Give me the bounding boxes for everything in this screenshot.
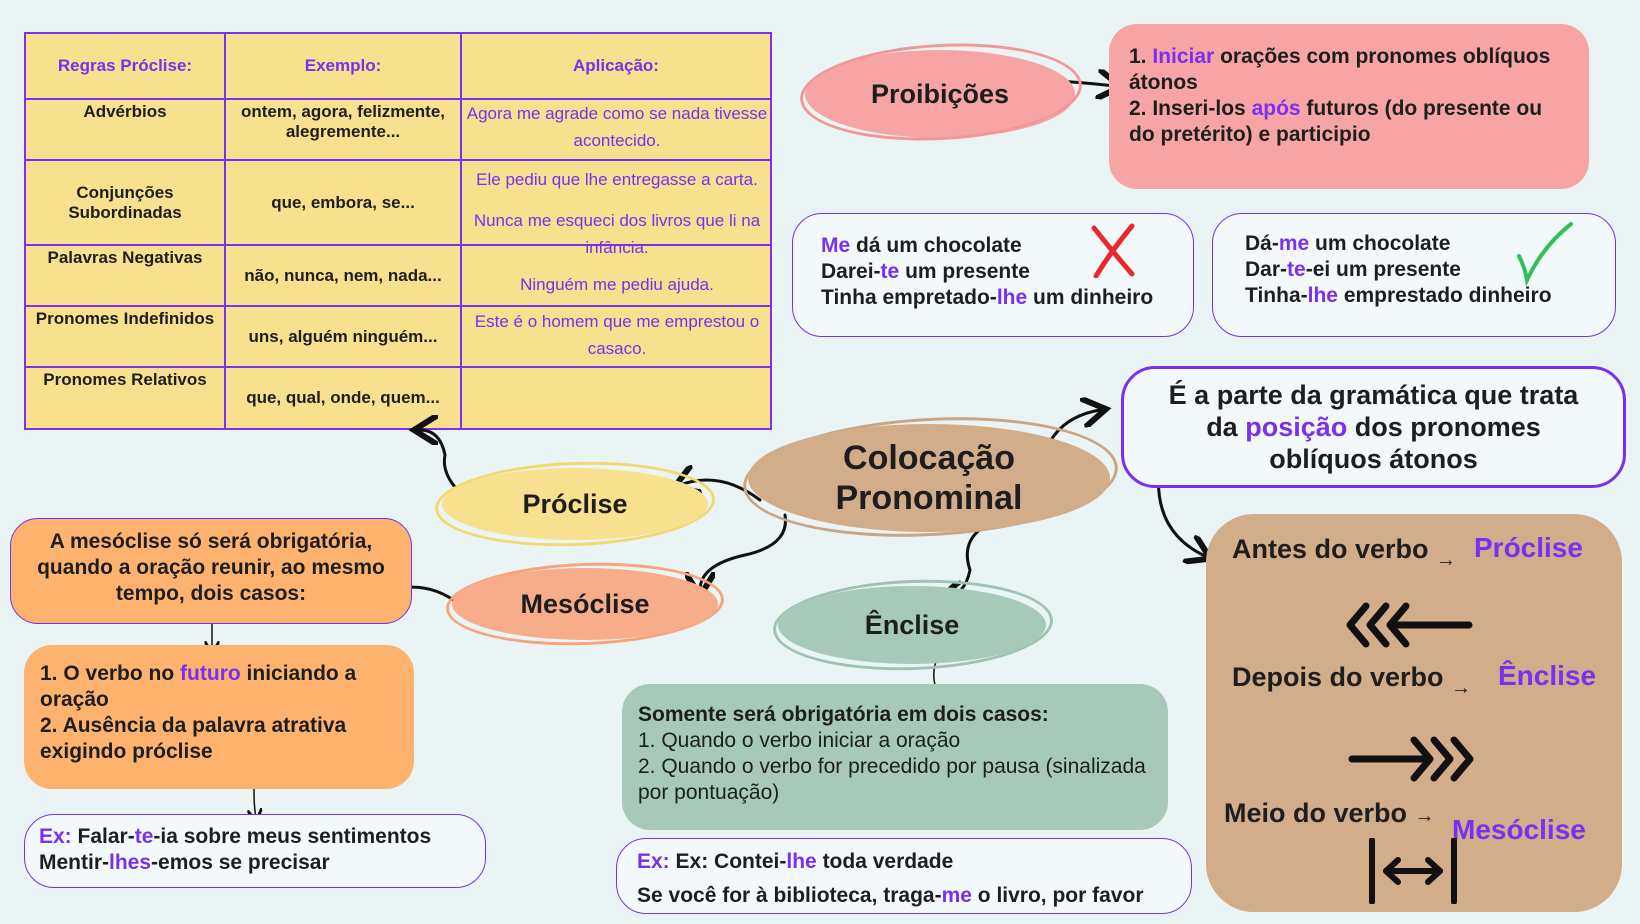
table-row: Palavras Negativas não, nunca, nem, nada… <box>24 244 772 307</box>
application-example: Ele pediu que lhe entregasse a carta. <box>476 170 758 189</box>
enclise-example-line: Ex: Ex: Contei-lhe toda verdade <box>637 850 954 873</box>
rule-cell: Advérbios <box>24 98 226 161</box>
enclise-cases-title: Somente será obrigatória em dois casos: <box>638 703 1049 726</box>
mesoclise-case: 1. O verbo no futuro iniciando a oração <box>40 662 357 711</box>
wrong-example-line: Darei-te um presente <box>821 260 1030 283</box>
position-row-before: Antes do verbo → <box>1232 534 1457 571</box>
mesoclise-example-line: Mentir-lhes-emos se precisar <box>39 851 330 874</box>
application-example: Este é o homem que me emprestou o casaco… <box>474 312 760 358</box>
definition-text: dos pronomes oblíquos átonos <box>1269 412 1541 474</box>
proibicoes-ring <box>797 36 1085 148</box>
prohibition-number: 1. <box>1129 45 1147 68</box>
application-example: Agora me agrade como se nada tivesse aco… <box>466 104 768 150</box>
prohibitions-box: 1. Iniciar orações com pronomes oblíquos… <box>1109 24 1589 189</box>
mesoclise-example-line: Ex: Falar-te-ia sobre meus sentimentos <box>39 825 432 848</box>
application-example: Ninguém me pediu ajuda. <box>520 275 714 294</box>
enclise-node: Ênclise <box>778 586 1046 664</box>
red-x-icon <box>1091 223 1135 278</box>
prohibition-text: 2. Inseri-los <box>1129 97 1246 120</box>
rule-cell: Pronomes Relativos <box>24 366 226 430</box>
mesoclise-rule-text: A mesóclise só será obrigatória, quando … <box>37 530 385 605</box>
table-row: Advérbios ontem, agora, felizmente, aleg… <box>24 98 772 161</box>
example-cell: que, qual, onde, quem... <box>224 366 462 430</box>
table-header: Exemplo: <box>224 32 462 100</box>
bidirectional-arrow-icon <box>1369 838 1457 904</box>
application-cell <box>460 305 772 368</box>
definition-box: É a parte da gramática que trata da posi… <box>1121 366 1626 488</box>
mesoclise-node: Mesóclise <box>452 568 718 640</box>
position-row-middle: Meio do verbo → <box>1224 798 1435 828</box>
small-arrow-icon: → <box>1414 805 1435 827</box>
table-header: Regras Próclise: <box>24 32 226 100</box>
central-topic-line: Colocação <box>843 439 1015 477</box>
right-example-line: Tinha-lhe emprestado dinheiro <box>1245 284 1552 307</box>
table-row: Conjunções Subordinadas que, embora, se.… <box>24 159 772 246</box>
table-header: Aplicação: <box>460 32 772 100</box>
application-examples: Agora me agrade como se nada tivesse aco… <box>462 100 772 362</box>
mesoclise-example-box: Ex: Falar-te-ia sobre meus sentimentos M… <box>24 814 486 888</box>
proclise-node: Próclise <box>442 468 708 540</box>
application-cell <box>460 366 772 430</box>
prohibition-keyword: Iniciar <box>1152 45 1215 68</box>
enclise-example-box: Ex: Ex: Contei-lhe toda verdade Se você … <box>616 838 1192 914</box>
enclise-example-line: Se você for à biblioteca, traga-me o liv… <box>637 884 1144 907</box>
definition-text: É a parte da gramática que trata da <box>1168 380 1579 442</box>
right-examples-box: Dá-me um chocolate Dar-te-ei um presente… <box>1212 213 1616 337</box>
table-row: Pronomes Relativos que, qual, onde, quem… <box>24 366 772 430</box>
example-cell: uns, alguém ninguém... <box>224 305 462 368</box>
position-row-after: Depois do verbo → <box>1232 662 1472 699</box>
right-example-line: Dá-me um chocolate <box>1245 232 1451 255</box>
definition-keyword: posição <box>1245 412 1348 442</box>
application-cell <box>460 98 772 161</box>
proclise-label: Próclise <box>522 488 628 519</box>
enclise-case: 1. Quando o verbo iniciar a oração <box>638 729 961 752</box>
table-row: Pronomes Indefinidos uns, alguém ninguém… <box>24 305 772 368</box>
proibicoes-label: Proibições <box>870 78 1010 109</box>
central-topic: Colocação Pronominal <box>748 424 1110 532</box>
enclise-cases-box: Somente será obrigatória em dois casos: … <box>622 684 1168 830</box>
wrong-example-line: Tinha empretado-lhe um dinheiro <box>821 286 1154 309</box>
rule-cell: Pronomes Indefinidos <box>24 305 226 368</box>
proclise-term: Próclise <box>1474 532 1583 563</box>
application-cell <box>460 244 772 307</box>
proibicoes-node: Proibições <box>805 50 1075 138</box>
example-cell: ontem, agora, felizmente, alegremente... <box>224 98 462 161</box>
small-arrow-icon: → <box>1451 677 1472 699</box>
prohibition-text: futuros (do presente ou do pretérito) e … <box>1129 97 1543 146</box>
right-example-line: Dar-te-ei um presente <box>1245 258 1461 281</box>
mesoclise-rule-box: A mesóclise só será obrigatória, quando … <box>10 518 412 624</box>
mesoclise-term: Mesóclise <box>1452 814 1586 845</box>
prohibition-keyword: após <box>1251 97 1301 120</box>
table-header-row: Regras Próclise: Exemplo: Aplicação: <box>24 32 772 100</box>
rule-cell: Conjunções Subordinadas <box>24 159 226 246</box>
green-checkmark-icon <box>1517 222 1573 286</box>
prohibition-text: orações com pronomes oblíquos átonos <box>1129 45 1551 94</box>
application-example: Nunca me esqueci dos livros que li na in… <box>473 211 761 257</box>
small-arrow-icon: → <box>1436 549 1457 571</box>
application-cell <box>460 159 772 246</box>
enclise-label: Ênclise <box>864 609 960 640</box>
proclise-rules-table: Regras Próclise: Exemplo: Aplicação: Adv… <box>24 32 772 430</box>
mesoclise-case: 2. Ausência da palavra atrativa exigindo… <box>40 714 347 763</box>
example-cell: que, embora, se... <box>224 159 462 246</box>
right-chevrons-icon <box>1348 736 1474 782</box>
mesoclise-label: Mesóclise <box>520 588 650 619</box>
mesoclise-cases-box: 1. O verbo no futuro iniciando a oração … <box>24 645 414 789</box>
wrong-examples-box: Me dá um chocolate Darei-te um presente … <box>792 213 1194 337</box>
left-chevrons-icon <box>1346 602 1473 648</box>
positions-panel: Antes do verbo → Próclise Depois do verb… <box>1206 514 1622 912</box>
wrong-example-line: Me dá um chocolate <box>821 234 1022 257</box>
example-cell: não, nunca, nem, nada... <box>224 244 462 307</box>
central-topic-line: Pronominal <box>835 479 1023 517</box>
enclise-term: Ênclise <box>1498 660 1597 691</box>
enclise-case: 2. Quando o verbo for precedido por paus… <box>638 755 1146 804</box>
rule-cell: Palavras Negativas <box>24 244 226 307</box>
